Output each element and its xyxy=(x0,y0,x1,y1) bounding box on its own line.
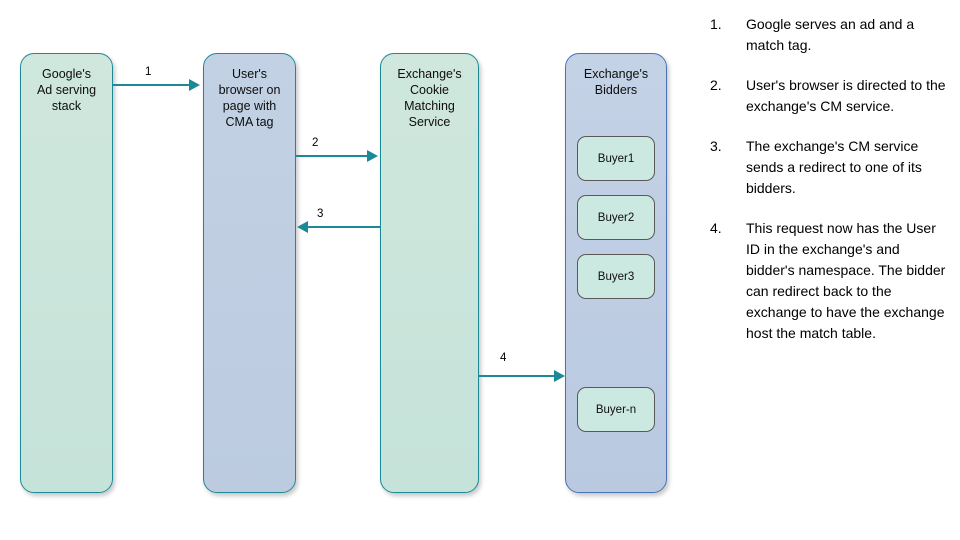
node-label: Exchange's Bidders xyxy=(583,67,649,97)
step-text: The exchange's CM service sends a redire… xyxy=(746,138,922,196)
node-label: User's browser on page with CMA tag xyxy=(218,67,281,129)
arrow-2-label: 2 xyxy=(312,137,319,149)
arrow-4-label: 4 xyxy=(500,352,507,364)
buyer-box[interactable]: Buyer2 xyxy=(577,195,655,240)
node-label: Google's Ad serving stack xyxy=(36,67,97,113)
steps-list: 1. Google serves an ad and a match tag. … xyxy=(710,14,948,363)
buyer-box[interactable]: Buyer3 xyxy=(577,254,655,299)
arrow-3-label: 3 xyxy=(317,208,324,220)
arrow-3-head-icon xyxy=(297,221,308,233)
node-exchange-cookie-matching-service[interactable]: Exchange's Cookie Matching Service xyxy=(380,53,479,493)
node-user-browser[interactable]: User's browser on page with CMA tag xyxy=(203,53,296,493)
arrow-1-line xyxy=(113,84,191,86)
step-text: Google serves an ad and a match tag. xyxy=(746,16,915,53)
arrow-4-head-icon xyxy=(554,370,565,382)
step-number: 2. xyxy=(710,77,722,93)
step-number: 4. xyxy=(710,220,722,236)
arrow-1-head-icon xyxy=(189,79,200,91)
buyer-box[interactable]: Buyer1 xyxy=(577,136,655,181)
step-text: User's browser is directed to the exchan… xyxy=(746,77,946,114)
cookie-matching-flow-diagram: Google's Ad serving stack User's browser… xyxy=(20,53,667,493)
step-number: 3. xyxy=(710,138,722,154)
step-text: This request now has the User ID in the … xyxy=(746,220,946,341)
list-item: 4. This request now has the User ID in t… xyxy=(710,218,948,344)
buyer-box[interactable]: Buyer-n xyxy=(577,387,655,432)
arrow-4-line xyxy=(479,375,555,377)
step-number: 1. xyxy=(710,16,722,32)
arrow-2-line xyxy=(296,155,368,157)
arrow-3-line xyxy=(308,226,380,228)
list-item: 2. User's browser is directed to the exc… xyxy=(710,75,948,117)
node-exchange-bidders[interactable]: Exchange's Bidders Buyer1 Buyer2 Buyer3 … xyxy=(565,53,667,493)
node-google-ad-serving-stack[interactable]: Google's Ad serving stack xyxy=(20,53,113,493)
list-item: 1. Google serves an ad and a match tag. xyxy=(710,14,948,56)
node-label: Exchange's Cookie Matching Service xyxy=(397,67,462,129)
arrow-1-label: 1 xyxy=(145,66,152,78)
list-item: 3. The exchange's CM service sends a red… xyxy=(710,136,948,199)
arrow-2-head-icon xyxy=(367,150,378,162)
